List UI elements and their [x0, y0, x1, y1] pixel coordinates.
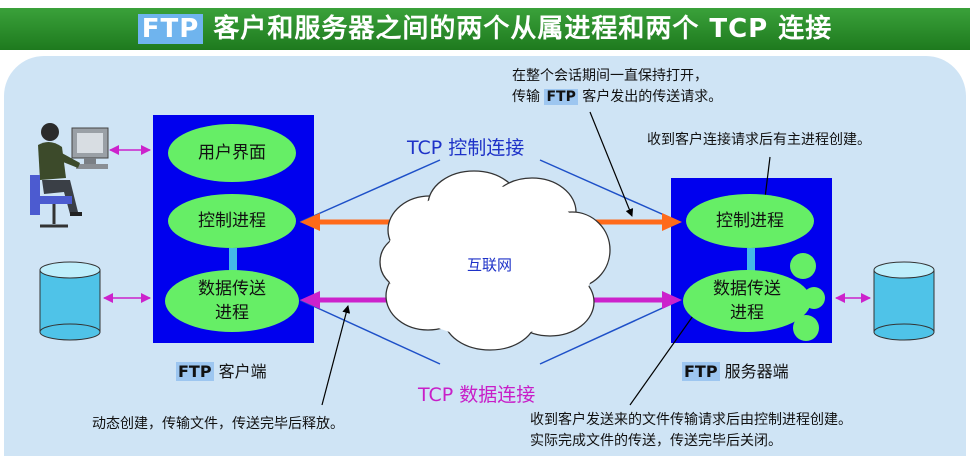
server-process-link [747, 248, 755, 272]
note-client-data: 动态创建，传输文件，传送完毕后释放。 [92, 416, 344, 432]
server-label-text: 服务器端 [719, 362, 789, 381]
client-control-label: 控制进程 [198, 211, 266, 231]
server-data-label-line1: 数据传送 [713, 279, 781, 299]
server-data-transfer-process: 数据传送进程 [683, 270, 811, 332]
note-server-data-line1: 收到客户发送来的文件传输请求后由控制进程创建。 [530, 412, 852, 428]
title-text: 客户和服务器之间的两个从属进程和两个 TCP 连接 [203, 14, 833, 44]
note-server-data-line2: 实际完成文件的传送，传送完毕后关闭。 [530, 433, 782, 449]
client-data-label-line2: 进程 [215, 303, 249, 323]
client-control-process: 控制进程 [168, 194, 296, 248]
cloud-fill [386, 186, 594, 338]
title-ftp-highlight: FTP [137, 14, 204, 44]
tcp-control-label: TCP 控制连接 [407, 137, 525, 159]
note-control-line2-post: 客户发出的传送请求。 [577, 89, 723, 105]
user-at-computer-icon [30, 123, 109, 228]
client-process-link [229, 248, 237, 272]
client-label-ftp: FTP [176, 362, 214, 381]
internet-label: 互联网 [467, 256, 513, 274]
client-data-transfer-process: 数据传送进程 [165, 270, 299, 332]
server-data-label-line2: 进程 [730, 303, 764, 323]
connection-funnel-lines [299, 159, 681, 365]
note-control-connection: 在整个会话期间一直保持打开， 传输 FTP 客户发出的传送请求。 [512, 66, 722, 108]
diagram-title: FTP 客户和服务器之间的两个从属进程和两个 TCP 连接 [0, 8, 970, 50]
server-control-process: 控制进程 [686, 194, 814, 248]
note-server-data: 收到客户发送来的文件传输请求后由控制进程创建。 实际完成文件的传送，传送完毕后关… [530, 410, 852, 452]
tcp-data-label: TCP 数据连接 [418, 384, 536, 406]
note-server-control: 收到客户连接请求后有主进程创建。 [647, 132, 871, 148]
client-label-text: 客户端 [213, 362, 267, 381]
client-database-icon [39, 261, 101, 341]
note-control-line2-pre: 传输 [512, 89, 545, 105]
server-control-label: 控制进程 [716, 211, 784, 231]
server-label-ftp: FTP [682, 362, 720, 381]
client-user-interface: 用户界面 [168, 124, 296, 182]
client-ui-label: 用户界面 [198, 143, 266, 163]
note-control-line2-ftp: FTP [544, 89, 578, 105]
server-label: FTP 服务器端 [682, 358, 789, 382]
client-data-label-line1: 数据传送 [198, 279, 266, 299]
note-control-line1: 在整个会话期间一直保持打开， [512, 68, 708, 84]
server-database-icon [873, 261, 935, 341]
client-label: FTP 客户端 [176, 358, 267, 382]
note-control-line2: 传输 FTP 客户发出的传送请求。 [512, 87, 722, 108]
